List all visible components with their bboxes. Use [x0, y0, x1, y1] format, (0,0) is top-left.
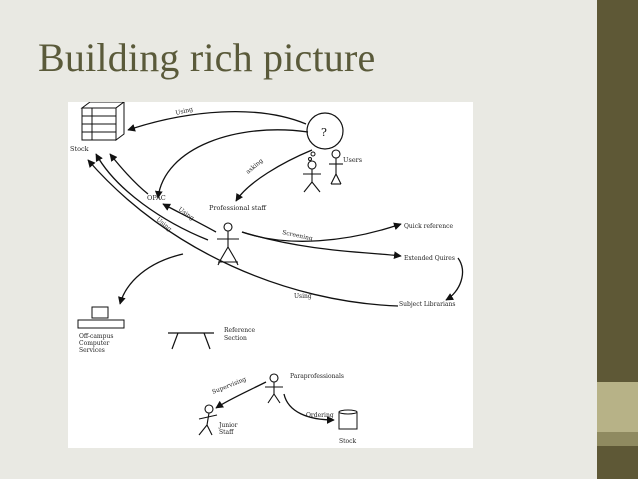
off-campus-label-2: Computer — [79, 340, 110, 347]
reference-label-1: Reference — [224, 327, 255, 334]
stock-crate-icon — [80, 102, 125, 141]
off-campus-label-3: Services — [79, 347, 105, 354]
slide-title: Building rich picture — [38, 35, 376, 80]
edge-screening-extended — [241, 231, 402, 260]
edge-staff-offcampus — [118, 253, 184, 305]
edge-using-users-stock — [127, 111, 307, 132]
edge-using-librarians-stock — [87, 159, 399, 307]
reference-label-2: Section — [224, 335, 247, 342]
edge-extended-librarians — [445, 257, 463, 301]
edge-label-using-librarians: Using — [294, 293, 312, 300]
edge-label-asking: asking — [245, 157, 265, 175]
off-campus-label-1: Off-campus — [79, 333, 113, 340]
stock-label: Stock — [70, 145, 89, 153]
paraprofessionals-label: Paraprofessionals — [290, 373, 344, 380]
stock-bin-icon — [338, 409, 358, 430]
edge-label-using-opac: Using — [177, 206, 196, 222]
opac-label: OPAC — [147, 194, 166, 202]
extended-quires-label: Extended Quires — [404, 255, 455, 262]
reference-table-icon — [168, 332, 214, 350]
edge-users-opac — [154, 129, 309, 199]
junior-staff-figure-icon — [198, 404, 218, 436]
paraprofessionals-figure-icon — [265, 373, 283, 404]
edge-label-using-top: Using — [175, 106, 194, 117]
edge-using-staff-opac — [162, 203, 217, 233]
edge-supervising — [215, 381, 267, 409]
edge-label-supervising: Supervising — [211, 376, 247, 396]
junior-staff-label-2: Staff — [219, 429, 234, 436]
professional-staff-label: Professional staff — [209, 204, 267, 212]
diagram-svg: Stock ? Users Professional staff OPAC Qu… — [70, 102, 463, 445]
users-stick-figures-icon — [303, 149, 343, 193]
professional-staff-figure-icon — [217, 222, 239, 266]
subject-librarians-label: Subject Librarians — [399, 301, 455, 308]
edge-opac-stock — [109, 153, 149, 195]
users-label: Users — [343, 156, 362, 164]
junior-staff-label-1: Junior — [218, 422, 238, 429]
question-bubble — [306, 112, 344, 150]
edge-ordering — [283, 393, 335, 424]
quick-reference-label: Quick reference — [404, 223, 453, 230]
question-mark: ? — [321, 126, 327, 139]
rich-picture-diagram: Stock ? Users Professional staff OPAC Qu… — [68, 102, 473, 448]
edge-asking-users-staff — [235, 149, 313, 202]
edge-label-ordering: Ordering — [306, 412, 334, 419]
edge-using-staff-stock — [95, 153, 209, 241]
sidebar-accent-block-dark — [597, 432, 638, 446]
stock-bottom-label: Stock — [339, 438, 356, 445]
sidebar-accent-block — [597, 382, 638, 432]
computer-icon — [77, 306, 125, 329]
